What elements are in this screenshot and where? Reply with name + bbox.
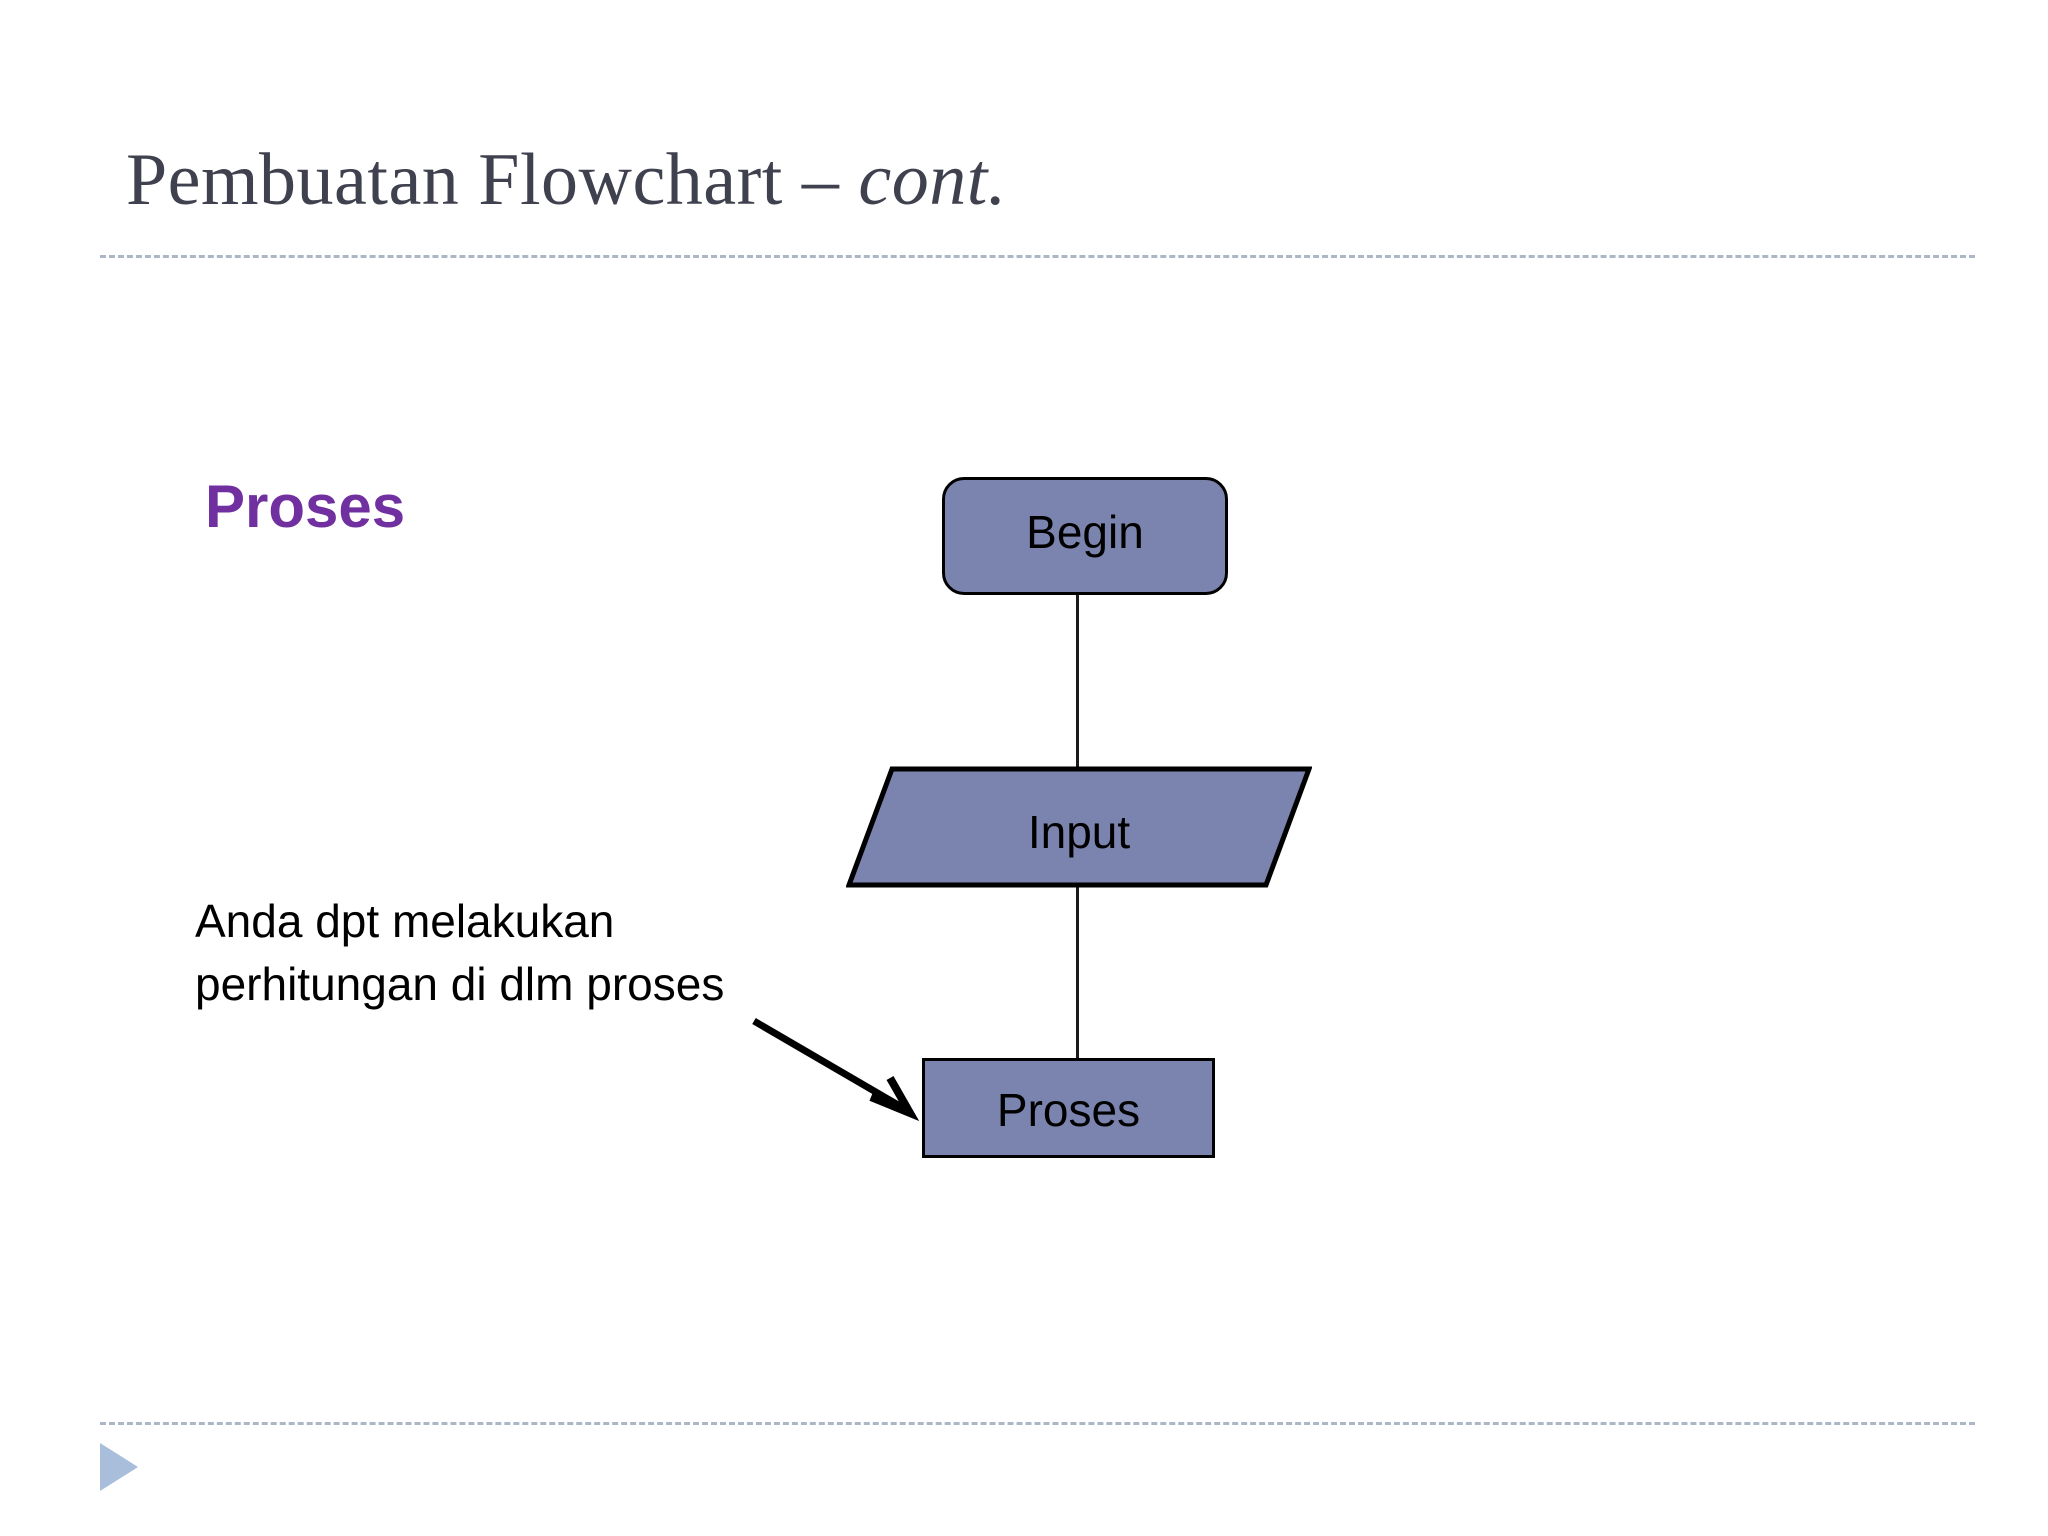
- play-triangle-icon: [100, 1443, 138, 1491]
- footer-divider: [100, 1422, 1975, 1425]
- flow-node-proses[interactable]: [922, 1058, 1215, 1158]
- annotation-text: Anda dpt melakukan perhitungan di dlm pr…: [195, 890, 724, 1016]
- annotation-line-1: Anda dpt melakukan: [195, 895, 615, 947]
- header-divider: [100, 255, 1975, 258]
- connector-input-proses: [1076, 882, 1079, 1062]
- flow-node-proses-label: Proses: [996, 1084, 1141, 1136]
- page-title-cont: cont.: [858, 139, 1007, 221]
- flow-node-input-label: Input: [1027, 806, 1131, 858]
- callout-arrow-icon: [752, 1017, 920, 1122]
- annotation-line-2: perhitungan di dlm proses: [195, 958, 725, 1010]
- flow-node-begin-label: Begin: [1026, 506, 1144, 558]
- connector-begin-input: [1076, 594, 1079, 772]
- page-title: Pembuatan Flowchart – cont.: [126, 132, 1007, 228]
- flow-node-input[interactable]: [846, 760, 1312, 894]
- section-heading-proses: Proses: [205, 473, 406, 540]
- page-title-main: Pembuatan Flowchart –: [126, 139, 859, 221]
- flow-node-begin[interactable]: [942, 477, 1228, 595]
